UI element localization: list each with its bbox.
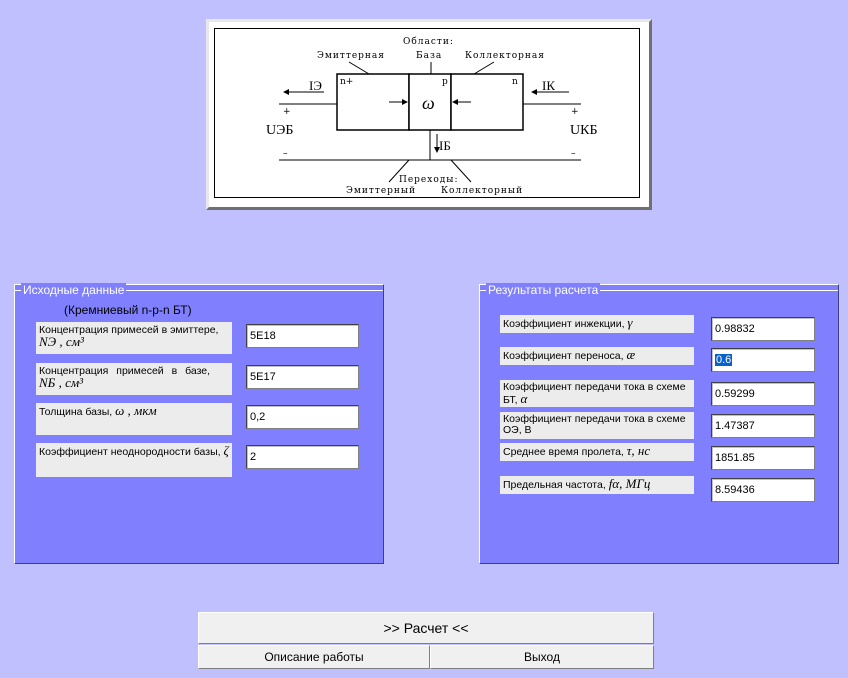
junctions-title: Переходы: (399, 175, 459, 185)
base-thickness-text: Толщина базы, (39, 406, 113, 418)
base-concentration-input[interactable]: 5E17 (246, 365, 359, 389)
kb-minus: – (571, 149, 577, 159)
ce-current-gain-text: Коэффициент передачи тока в схеме ОЭ, B (503, 413, 686, 436)
transport-coefficient-label: Коэффициент переноса, æ (500, 347, 694, 365)
calculate-button[interactable]: >> Расчет << (198, 612, 654, 644)
transport-coefficient-output[interactable]: 0.6 (711, 348, 815, 372)
emitter-concentration-input[interactable]: 5E18 (246, 324, 359, 348)
base-thickness-symbol: ω , мкм (115, 403, 157, 418)
injection-coefficient-label: Коэффициент инжекции, γ (500, 315, 694, 333)
base-nonuniformity-text: Коэффициент неоднородности базы, (39, 446, 221, 458)
transit-time-label: Среднее время пролета, τ, нс (500, 443, 694, 461)
eb-minus: – (283, 149, 289, 159)
transport-coefficient-selected-text: 0.6 (715, 354, 733, 366)
transit-time-symbol: τ, нс (626, 443, 651, 458)
cutoff-frequency-output[interactable]: 8.59436 (711, 478, 815, 502)
transit-time-output[interactable]: 1851.85 (711, 446, 815, 470)
base-current-label: IБ (439, 138, 451, 153)
emitter-concentration-symbol: NЭ , см³ (39, 334, 84, 349)
kb-plus: + (571, 107, 580, 117)
base-nonuniformity-symbol: ζ (223, 443, 229, 458)
input-panel: Исходные данные (Кремниевый n-p-n БТ) Ко… (14, 283, 384, 564)
regions-title: Области: (403, 36, 454, 47)
input-panel-header-bar (15, 285, 383, 291)
emitter-concentration-label: Концентрация примесей в эмиттере, NЭ , с… (36, 322, 232, 354)
transistor-diagram: Области: Эмиттерная База Коллекторная n+… (206, 19, 652, 210)
exit-button[interactable]: Выход (430, 645, 654, 669)
base-nonuniformity-input[interactable]: 2 (246, 445, 359, 469)
base-nonuniformity-label: Коэффициент неоднородности базы, ζ (36, 443, 232, 477)
injection-coefficient-symbol: γ (627, 315, 633, 330)
ce-current-gain-output[interactable]: 1.47387 (711, 414, 815, 438)
eb-plus: + (283, 107, 292, 117)
injection-coefficient-output[interactable]: 0.98832 (711, 317, 815, 341)
transport-coefficient-text: Коэффициент переноса, (503, 350, 624, 362)
result-panel-title: Результаты расчета (486, 283, 601, 297)
cutoff-frequency-text: Предельная частота, (503, 479, 606, 491)
base-concentration-label: Концентрация примесей в базе, NБ , см³ (36, 363, 232, 395)
emitter-type-label: n+ (340, 77, 353, 87)
result-panel-header-bar (480, 285, 838, 291)
emitter-region-label: Эмиттерная (317, 51, 385, 61)
base-concentration-text: Концентрация примесей в базе, (39, 365, 211, 377)
kb-voltage-label: UКБ (570, 123, 598, 138)
injection-coefficient-text: Коэффициент инжекции, (503, 318, 625, 330)
cutoff-frequency-label: Предельная частота, fα, МГц (500, 476, 694, 494)
result-panel: Результаты расчета Коэффициент инжекции,… (479, 283, 839, 564)
collector-region-label: Коллекторная (465, 51, 545, 61)
cutoff-frequency-symbol: fα, МГц (608, 476, 651, 491)
emitter-junction-label: Эмиттерный (346, 186, 416, 196)
base-concentration-symbol: NБ , см³ (39, 375, 84, 390)
collector-type-label: n (512, 77, 518, 87)
bt-current-gain-label: Коэффициент передачи тока в схеме БТ, α (500, 380, 694, 407)
ce-current-gain-label: Коэффициент передачи тока в схеме ОЭ, B (500, 412, 694, 439)
transport-coefficient-symbol: æ (626, 347, 636, 362)
input-panel-subtitle: (Кремниевый n-p-n БТ) (64, 303, 192, 317)
description-button[interactable]: Описание работы (198, 645, 430, 669)
base-thickness-input[interactable]: 0,2 (246, 405, 359, 429)
bt-current-gain-symbol: α (520, 391, 528, 406)
collector-current-label: IК (542, 78, 555, 93)
transit-time-text: Среднее время пролета, (503, 446, 624, 458)
input-panel-title: Исходные данные (21, 283, 127, 297)
base-type-label: p (442, 77, 448, 87)
base-thickness-label: Толщина базы, ω , мкм (36, 403, 232, 435)
eb-voltage-label: UЭБ (266, 123, 293, 138)
bt-current-gain-output[interactable]: 0.59299 (711, 382, 815, 406)
emitter-concentration-text: Концентрация примесей в эмиттере, (39, 324, 219, 336)
base-width-symbol: ω (422, 93, 435, 113)
bt-current-gain-text: Коэффициент передачи тока в схеме БТ, (503, 381, 686, 406)
base-region-label: База (416, 51, 442, 61)
emitter-current-label: IЭ (309, 78, 322, 93)
diagram-svg: Области: Эмиттерная База Коллекторная n+… (266, 36, 598, 196)
collector-junction-label: Коллекторный (441, 186, 523, 196)
